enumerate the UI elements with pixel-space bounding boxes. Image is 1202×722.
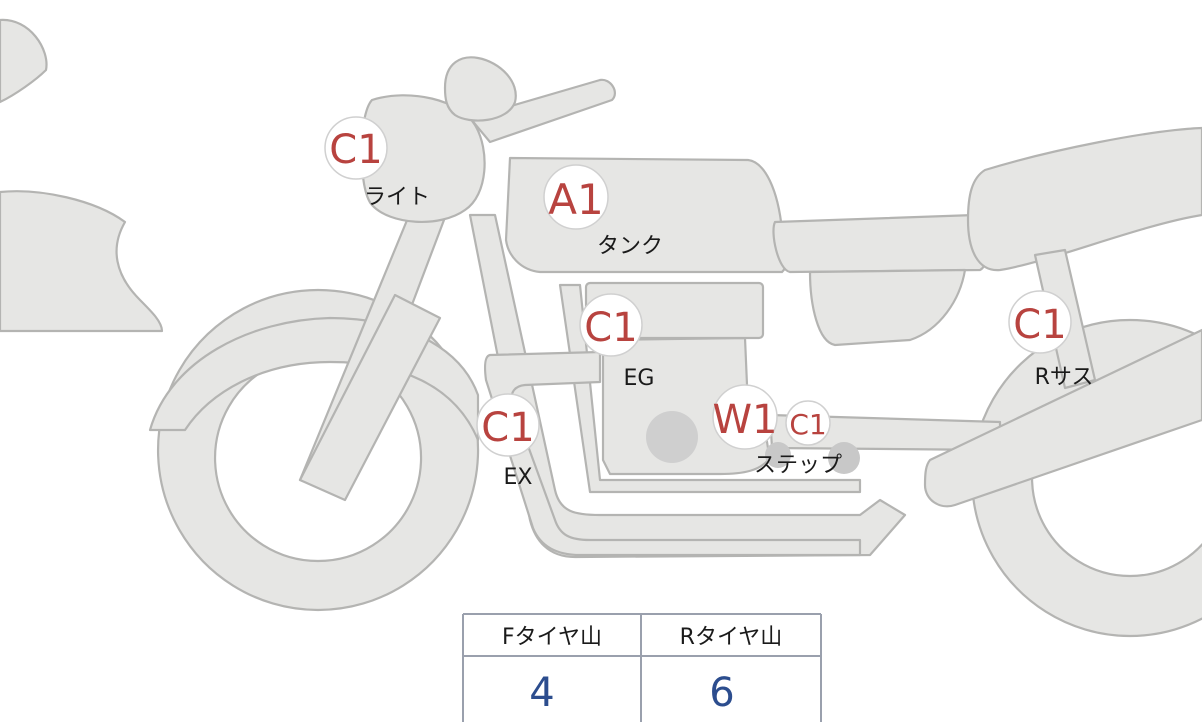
exhaust-pipe — [483, 350, 862, 557]
marker-badge — [476, 393, 540, 457]
rear-tire-header: Rタイヤ山 — [680, 625, 783, 650]
left-partial-shape — [0, 18, 48, 104]
seat — [966, 126, 1202, 272]
marker-exhaust: C1 EX — [476, 393, 540, 490]
step-peg — [828, 442, 860, 474]
left-partial-shape-lower — [0, 190, 164, 333]
marker-code-small: C1 — [789, 408, 826, 441]
marker-code: C1 — [1013, 302, 1066, 348]
handlebar-grip — [443, 56, 517, 122]
marker-code: W1 — [713, 397, 778, 443]
marker-light: C1 ライト — [324, 116, 430, 210]
step-peg-inner — [765, 442, 791, 468]
part-label: EG — [624, 366, 655, 391]
marker-code: C1 — [481, 405, 534, 451]
marker-step: W1 C1 ステップ — [712, 384, 842, 478]
seat-front — [772, 213, 989, 274]
rear-tire-value: 6 — [709, 670, 734, 716]
part-label: ステップ — [754, 453, 842, 478]
engine-cover — [646, 411, 698, 463]
marker-badge — [543, 164, 609, 230]
part-label: Rサス — [1035, 365, 1094, 390]
marker-code: A1 — [548, 175, 603, 224]
marker-badge — [324, 116, 388, 180]
marker-code: C1 — [329, 127, 382, 173]
marker-badge — [712, 384, 778, 450]
front-tire-value: 4 — [529, 670, 554, 716]
side-panel — [808, 268, 967, 347]
marker-code: C1 — [584, 305, 637, 351]
marker-rear-suspension: C1 Rサス — [1008, 290, 1094, 390]
part-label: タンク — [597, 234, 663, 259]
tire-tread-table: Fタイヤ山 Rタイヤ山 4 6 — [462, 613, 822, 722]
marker-badge — [1008, 290, 1072, 354]
fork-lower — [298, 293, 442, 502]
marker-badge — [579, 293, 643, 357]
handlebar — [468, 78, 616, 144]
part-label: EX — [504, 465, 533, 490]
front-tire-header: Fタイヤ山 — [502, 625, 602, 650]
marker-badge-small — [785, 400, 831, 446]
marker-tank: A1 タンク — [543, 164, 663, 259]
frame-inner-rail — [558, 283, 862, 494]
muffler — [923, 328, 1202, 508]
marker-engine: C1 EG — [579, 293, 655, 391]
part-label: ライト — [364, 185, 430, 210]
